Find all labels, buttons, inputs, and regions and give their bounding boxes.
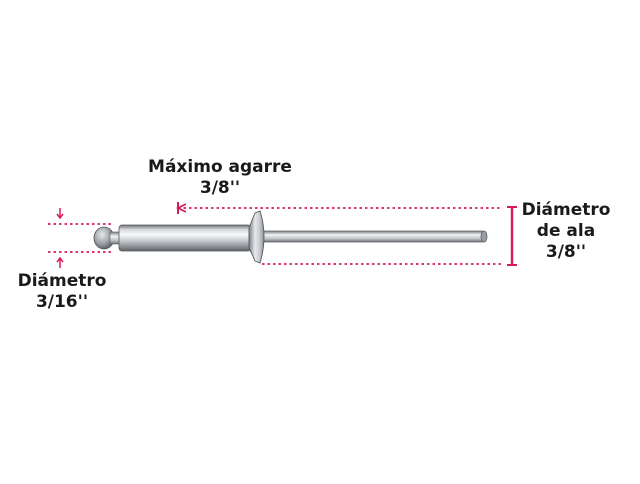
rivet-body (118, 224, 252, 252)
flange-diameter-value: 3/8'' (545, 242, 587, 262)
max-grip-arrow (175, 203, 187, 213)
diameter-value: 3/16'' (35, 292, 89, 312)
diameter-top-arrow (56, 208, 64, 220)
mandrel (261, 230, 485, 243)
flange-diameter-line1: Diámetro (521, 200, 611, 220)
max-grip-label: Máximo agarre 3/8'' (130, 157, 310, 199)
max-grip-value: 3/8'' (199, 178, 241, 198)
rivet-flange (248, 210, 265, 264)
diameter-label: Diámetro 3/16'' (4, 271, 120, 313)
flange-diameter-line2: de ala (536, 221, 596, 241)
mandrel-tip (480, 230, 488, 243)
flange-diameter-label: Diámetro de ala 3/8'' (508, 200, 624, 263)
max-grip-title: Máximo agarre (148, 157, 292, 177)
diameter-bottom-arrow (56, 256, 64, 268)
diameter-title: Diámetro (17, 271, 107, 291)
